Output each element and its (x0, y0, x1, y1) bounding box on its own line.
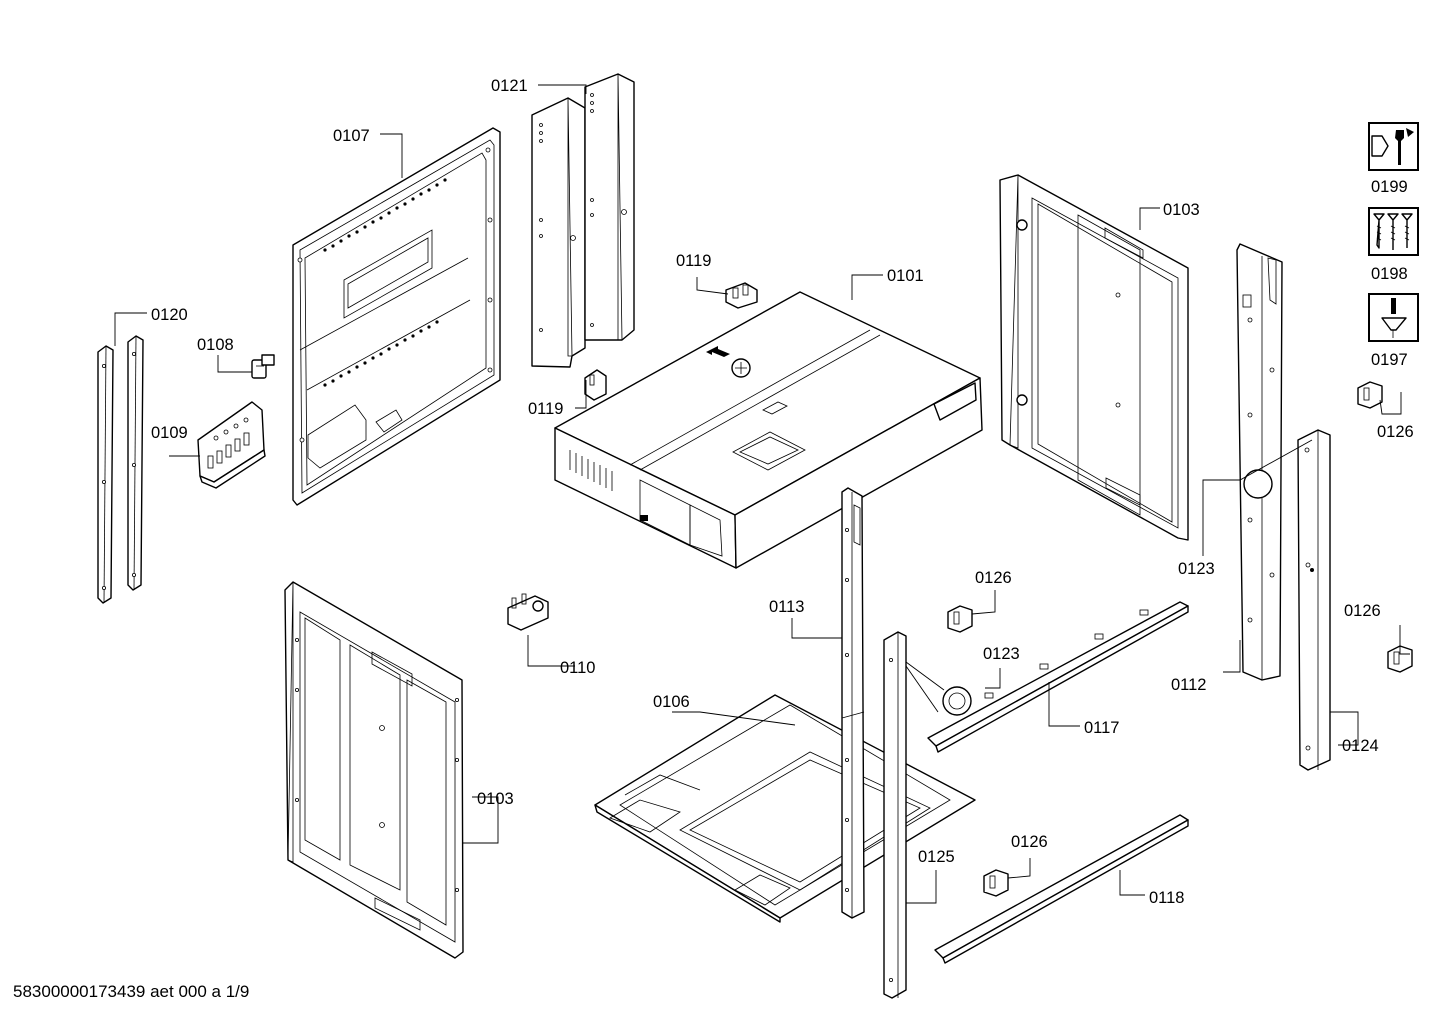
label-0117: 0117 (1084, 719, 1119, 737)
clip-0119-upper[interactable] (725, 282, 758, 309)
label-0109: 0109 (151, 424, 188, 442)
label-0198: 0198 (1371, 265, 1408, 283)
back-panel-0107[interactable] (292, 127, 501, 506)
label-0113: 0113 (769, 598, 804, 616)
leader-lines (114, 84, 1410, 904)
clip-0126-right-upper[interactable] (1357, 381, 1383, 409)
label-0126-center: 0126 (975, 569, 1012, 587)
label-0126-bottom: 0126 (1011, 833, 1048, 851)
rail-0124[interactable] (1297, 429, 1331, 771)
strips-0120[interactable] (97, 335, 144, 604)
top-cover-0101[interactable] (554, 291, 983, 569)
side-panel-0103-right[interactable] (999, 174, 1189, 541)
clip-0126-bottom[interactable] (983, 869, 1009, 897)
rails-0121[interactable] (531, 73, 635, 368)
label-0123-center: 0123 (983, 645, 1020, 663)
label-0121: 0121 (491, 77, 528, 95)
connector-0110[interactable] (507, 593, 549, 631)
grommet-0123[interactable] (942, 686, 972, 716)
label-0197: 0197 (1371, 351, 1408, 369)
document-id-footer: 58300000173439 aet 000 a 1/9 (13, 982, 250, 1001)
clip-0108[interactable] (251, 354, 275, 379)
label-0125: 0125 (918, 848, 955, 866)
side-panel-0103-left[interactable] (284, 581, 464, 959)
rail-0125[interactable] (883, 631, 907, 999)
label-0112: 0112 (1171, 676, 1206, 694)
label-0119-upper: 0119 (676, 252, 711, 270)
label-0126-right-upper: 0126 (1377, 423, 1414, 441)
label-0124: 0124 (1342, 737, 1379, 755)
bar-0118[interactable] (934, 814, 1189, 964)
label-0123-right: 0123 (1178, 560, 1215, 578)
label-0119-lower: 0119 (528, 400, 563, 418)
label-0126-right-lower: 0126 (1344, 602, 1381, 620)
label-0120: 0120 (151, 306, 188, 324)
label-0107: 0107 (333, 127, 370, 145)
clip-0126-center[interactable] (947, 605, 973, 633)
screwdriver-icon (1368, 293, 1419, 342)
bottom-tray-0106[interactable] (594, 694, 976, 923)
bracket-0109[interactable] (197, 401, 266, 489)
label-0101: 0101 (887, 267, 924, 285)
label-0199: 0199 (1371, 178, 1408, 196)
bar-0117[interactable] (927, 601, 1189, 753)
rail-0113[interactable] (841, 487, 865, 919)
label-0103-right: 0103 (1163, 201, 1200, 219)
label-0106: 0106 (653, 693, 690, 711)
screws-icon (1368, 207, 1419, 256)
label-0103-left: 0103 (477, 790, 514, 808)
part-labels: 0121 0107 0119 0101 0103 0199 0198 0197 … (151, 77, 1414, 907)
rail-0112[interactable] (1236, 243, 1283, 681)
label-0118: 0118 (1149, 889, 1184, 907)
clip-0119-lower[interactable] (584, 369, 607, 401)
label-0110: 0110 (560, 659, 595, 677)
wrench-nut-icon (1368, 122, 1419, 171)
label-0108: 0108 (197, 336, 234, 354)
